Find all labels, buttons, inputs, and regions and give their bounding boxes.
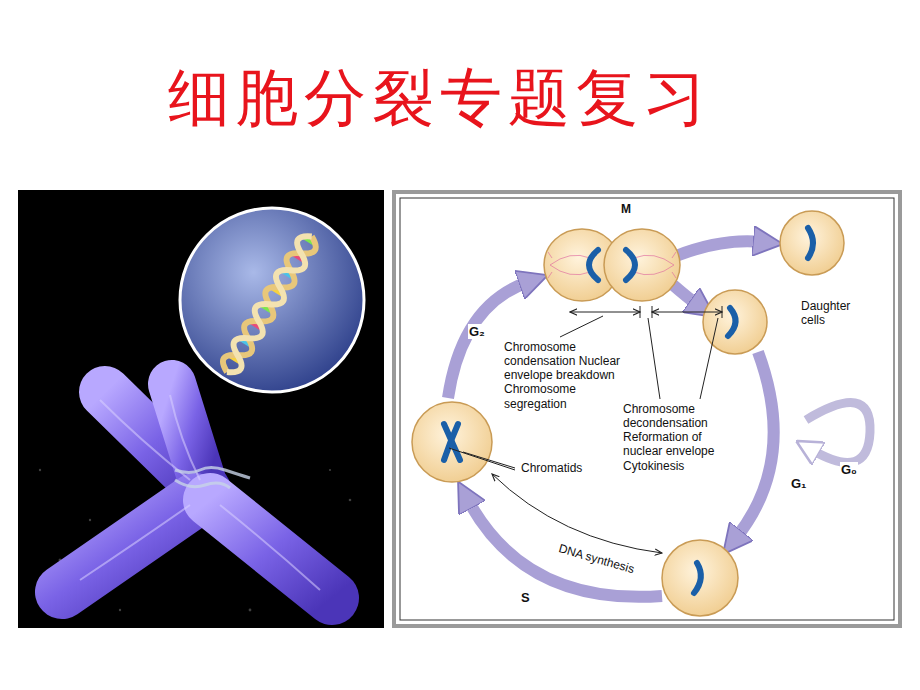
slide-title: 细胞分裂专题复习 <box>0 56 880 140</box>
diagram-label: G₂ <box>468 324 486 339</box>
diagram-label: Chromatids <box>520 461 583 475</box>
diagram-label: Daughter cells <box>800 299 872 327</box>
diagram-label: Chromosome condensation Nuclear envelope… <box>503 340 623 411</box>
diagram-label: G₀ <box>840 462 858 477</box>
diagram-label: Chromosome decondensation Reformation of… <box>622 402 724 473</box>
diagram-label: S <box>520 590 531 605</box>
diagram-label: M <box>620 202 632 216</box>
diagram-label: G₁ <box>790 476 808 491</box>
